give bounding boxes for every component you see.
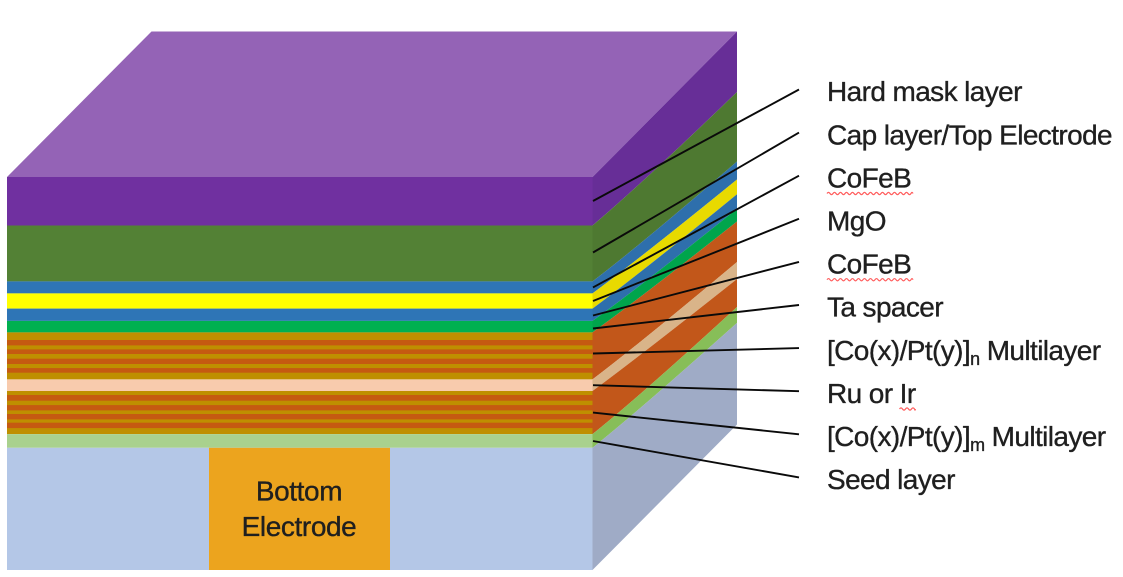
svg-text:Hard mask layer: Hard mask layer (827, 76, 1022, 107)
svg-text:CoFeB: CoFeB (827, 162, 911, 193)
svg-text:Bottom: Bottom (256, 476, 342, 507)
svg-text:Cap layer/Top Electrode: Cap layer/Top Electrode (827, 119, 1112, 150)
svg-text:Ta spacer: Ta spacer (827, 292, 943, 323)
svg-text:[Co(x)/Pt(y)]n Multilayer: [Co(x)/Pt(y)]n Multilayer (827, 335, 1101, 369)
svg-text:Seed layer: Seed layer (827, 464, 955, 495)
svg-text:MgO: MgO (827, 206, 886, 237)
svg-text:Ru or Ir: Ru or Ir (827, 378, 916, 409)
svg-text:[Co(x)/Pt(y)]m Multilayer: [Co(x)/Pt(y)]m Multilayer (827, 421, 1106, 455)
svg-text:CoFeB: CoFeB (827, 249, 911, 280)
svg-text:Electrode: Electrode (242, 511, 357, 542)
